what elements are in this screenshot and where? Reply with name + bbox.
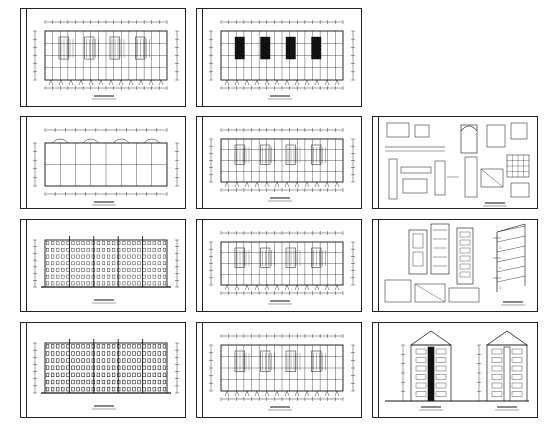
- plan-drawing: [209, 231, 355, 305]
- drawing-sheet-elevation-front[interactable]: [20, 219, 186, 312]
- title-strip: [373, 117, 379, 208]
- title-strip: [21, 323, 27, 417]
- drawing-sheet-floor-plan-d[interactable]: [196, 219, 362, 312]
- drawing-sheet-floor-plan-e[interactable]: [196, 322, 362, 418]
- drawing-sheet-section-elevations[interactable]: [372, 322, 538, 418]
- plan-drawing: [209, 334, 355, 411]
- title-strip: [21, 9, 27, 106]
- title-strip: [373, 220, 379, 311]
- plan-dark-drawing: [209, 20, 355, 100]
- drawing-sheet-details-a[interactable]: [372, 116, 538, 209]
- drawing-sheet-elevation-back[interactable]: [20, 322, 186, 418]
- title-strip: [21, 220, 27, 311]
- roof-drawing: [33, 128, 179, 206]
- drawing-sheet-floor-plan-c[interactable]: [196, 116, 362, 209]
- drawing-sheet-roof-plan[interactable]: [20, 116, 186, 209]
- title-strip: [197, 117, 203, 208]
- elevation-drawing: [33, 236, 179, 304]
- title-strip: [197, 9, 203, 106]
- title-strip: [197, 323, 203, 417]
- details-drawing: [385, 122, 530, 207]
- drawing-sheet-sections[interactable]: [372, 219, 538, 312]
- side-elev-drawing: [385, 330, 529, 411]
- title-strip: [373, 323, 379, 417]
- plan-drawing: [209, 128, 355, 202]
- drawing-sheet-floor-plan-b[interactable]: [196, 8, 362, 107]
- title-strip: [197, 220, 203, 311]
- title-strip: [21, 117, 27, 208]
- elevation-drawing: [33, 339, 179, 410]
- drawing-sheet-floor-plan-a[interactable]: [20, 8, 186, 107]
- plan-drawing: [33, 20, 179, 100]
- section-drawing: [384, 223, 526, 306]
